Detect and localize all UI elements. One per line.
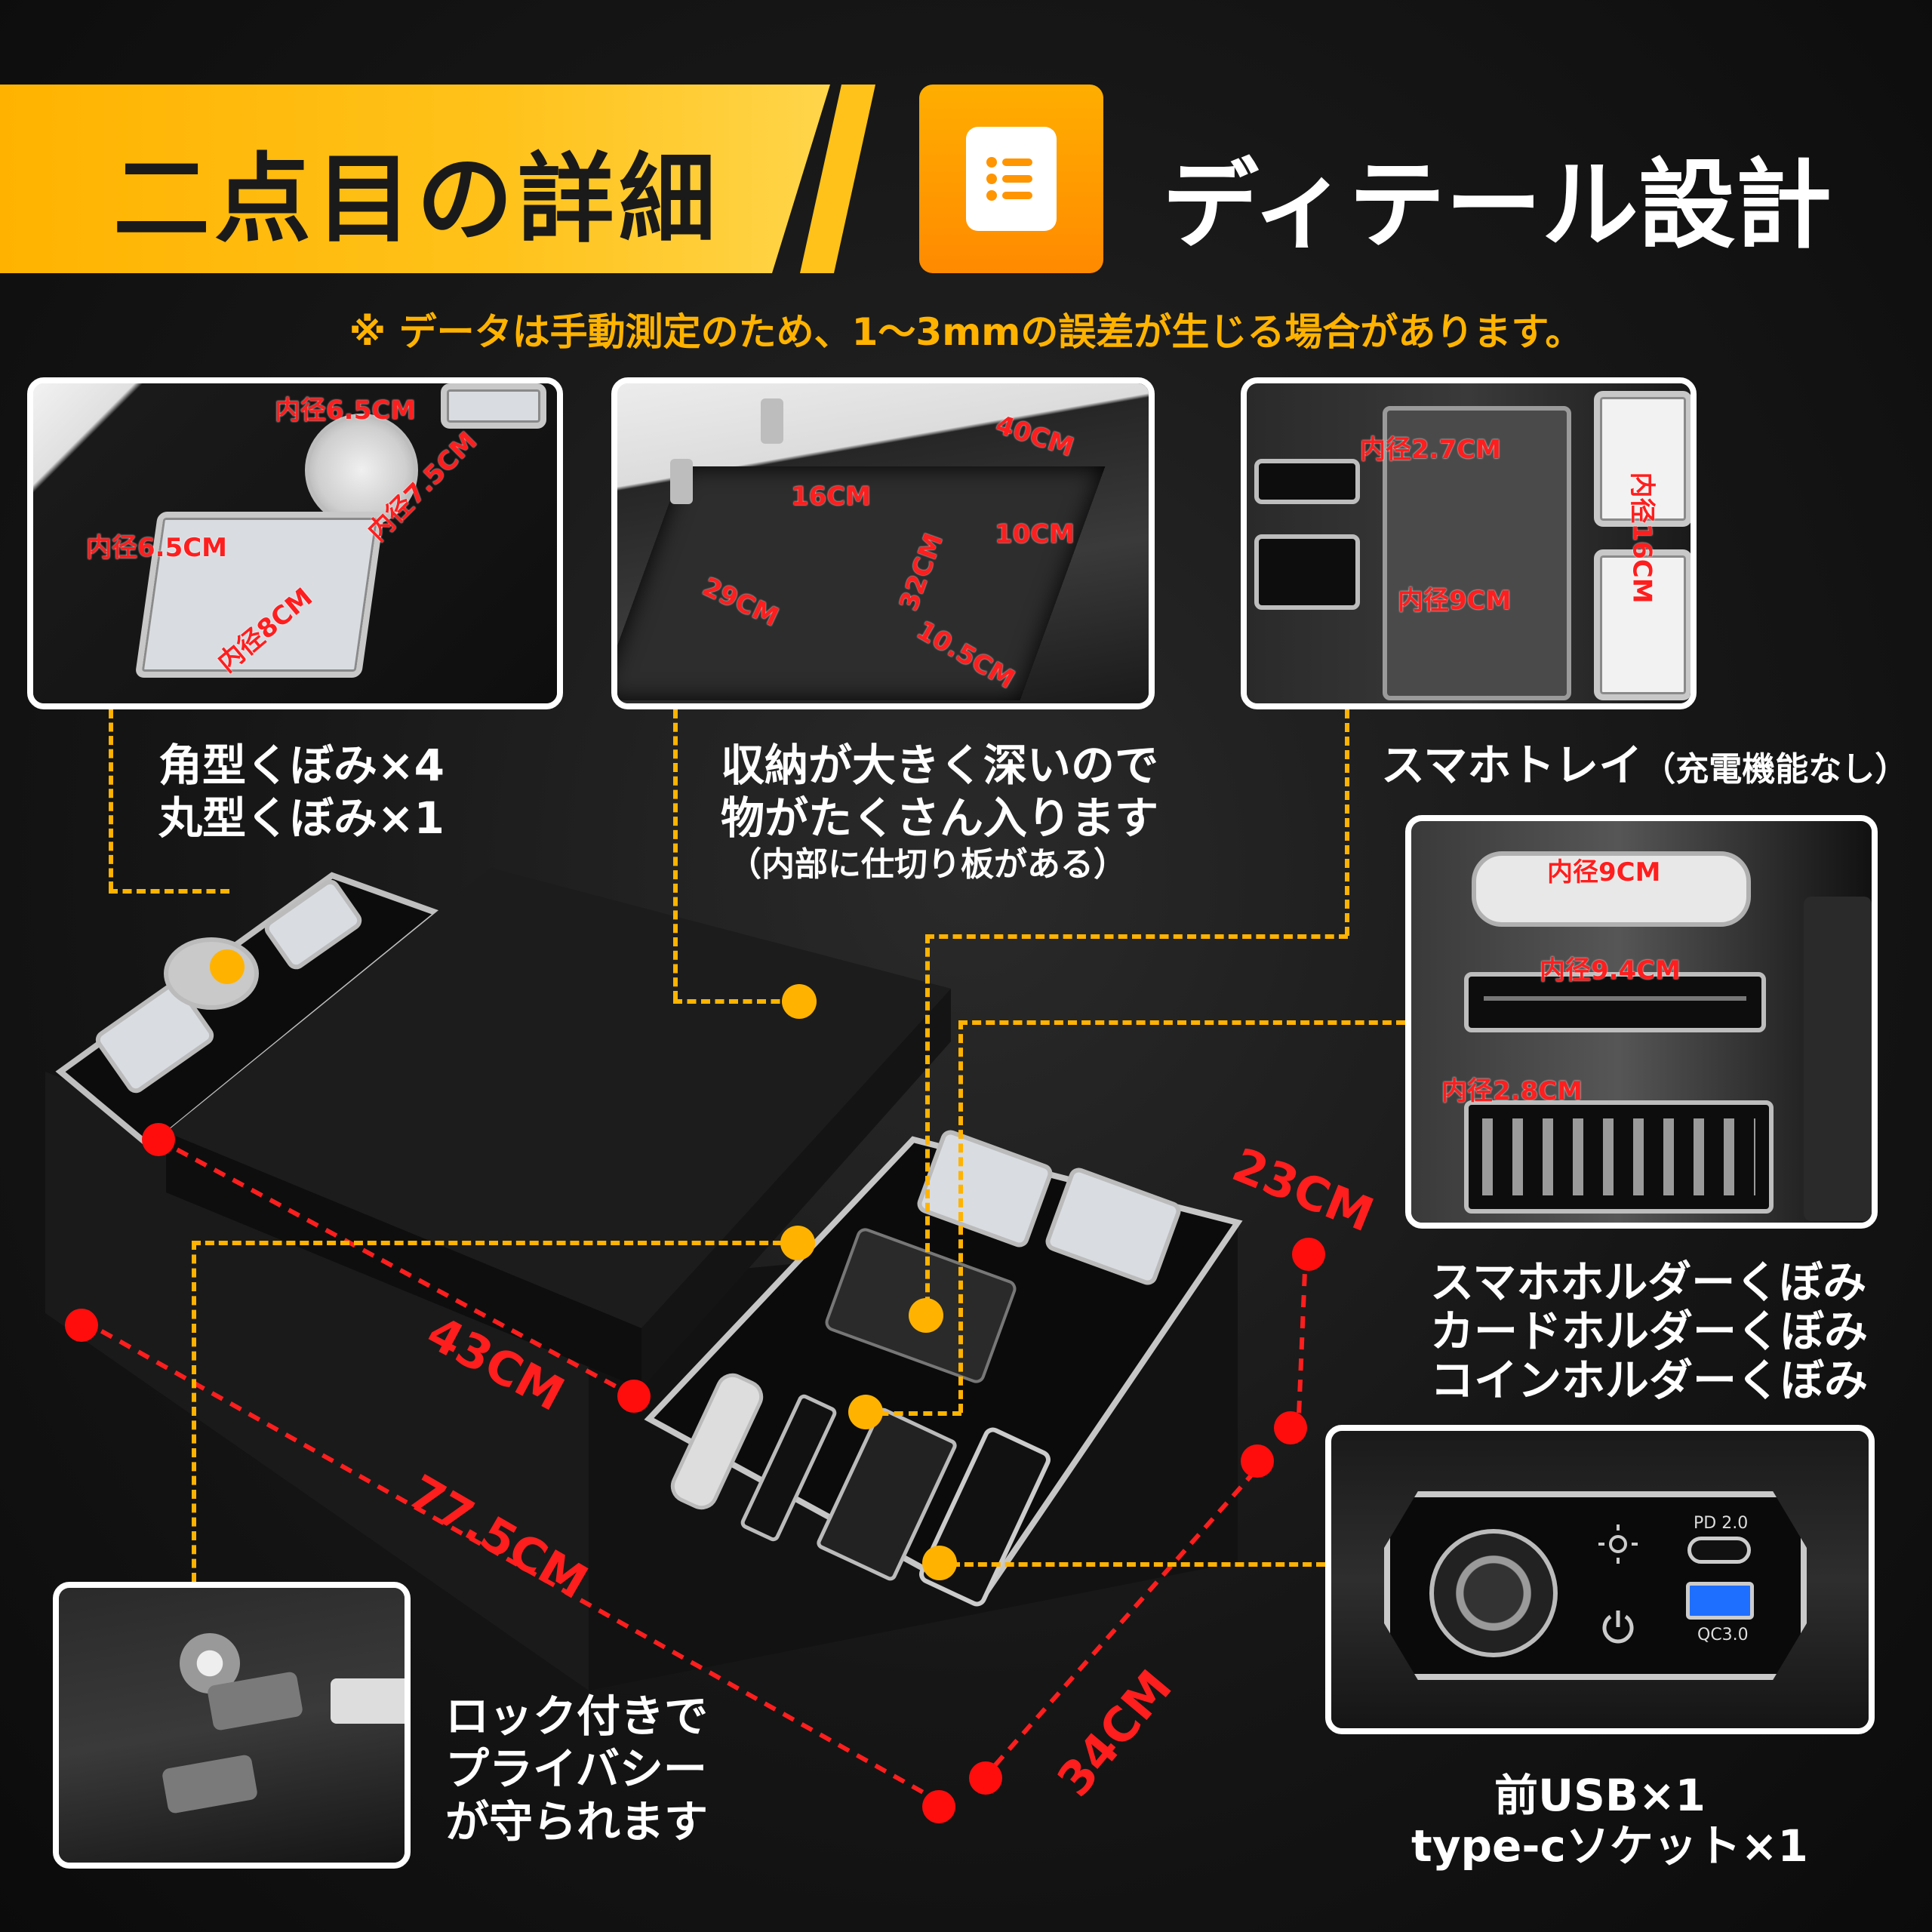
console-side (45, 1072, 589, 1690)
callout-dot (922, 1546, 957, 1580)
front-square-recess (1045, 1168, 1181, 1285)
connector-line (958, 1020, 1405, 1025)
dimension-dot (922, 1790, 955, 1823)
hinge (761, 398, 783, 444)
callout-dot (780, 1226, 815, 1260)
connector-line (109, 709, 113, 891)
qc-label: QC3.0 (1697, 1626, 1749, 1644)
rear-square-recess (95, 982, 214, 1094)
design-title: ディテール設計 (1162, 149, 1832, 262)
square-recess (1594, 391, 1690, 527)
cupholder-caption-2: 丸型くぼみ×1 (158, 792, 445, 844)
tray-edge (331, 1678, 405, 1724)
coin-holder-recess (1464, 1100, 1774, 1214)
rear-square-recess (264, 879, 362, 970)
banner-title: 二点目の詳細 (113, 143, 721, 256)
holders-caption-2: カードホルダーくぼみ (1430, 1306, 1869, 1357)
lock-caption-1: ロック付きで (445, 1690, 709, 1742)
phone-tray (1383, 406, 1571, 700)
dim-label: 40CM (992, 409, 1078, 463)
connector-line (925, 934, 1348, 939)
connector-line (192, 1241, 795, 1245)
dimension-dot (65, 1309, 98, 1342)
connector-line (673, 709, 678, 1000)
coin-slot (1254, 459, 1360, 504)
cupholder-photo: 内径6.5CM 内径7.5CM 内径6.5CM 内径8CM (27, 377, 563, 709)
armrest-lid[interactable] (166, 868, 951, 1328)
dim-label: 内径16CM (1626, 472, 1657, 604)
usb-caption-2: type-cソケット×1 (1411, 1820, 1808, 1872)
usb-port[interactable] (1686, 1582, 1754, 1620)
storage-caption-3: （内部に仕切り板がある） (728, 845, 1127, 884)
power-icon[interactable] (1595, 1604, 1641, 1650)
lock-photo (53, 1582, 411, 1869)
holders-photo: 内径9CM 内径9.4CM 内径2.8CM (1405, 815, 1878, 1229)
armrest-lid-edge (166, 1132, 641, 1389)
dim-label: 10CM (995, 519, 1075, 549)
title-banner (0, 85, 830, 273)
connector-line (109, 889, 229, 894)
tray-caption-main: スマホトレイ (1381, 740, 1643, 791)
dim-label: 内径2.7CM (1360, 435, 1502, 465)
dimension-lines (82, 1137, 1308, 1806)
dimension-dot (1241, 1444, 1274, 1478)
dim-label: 内径2.8CM (1441, 1076, 1583, 1106)
card-holder-recess (1464, 972, 1766, 1032)
connector-line (673, 999, 794, 1004)
measurement-note: ※ データは手動測定のため、1〜3mmの誤差が生じる場合があります。 (349, 310, 1583, 354)
dimension-dot (969, 1761, 1002, 1795)
storage-caption-1: 収納が大きく深いので (721, 740, 1159, 791)
tray-caption: スマホトレイ（充電機能なし） (1381, 740, 1908, 791)
square-recess (441, 383, 546, 429)
card-slot (1254, 534, 1360, 610)
connector-line (1345, 709, 1349, 936)
lock-caption-2: プライバシー (445, 1743, 707, 1795)
dim-label: 内径9CM (1398, 586, 1512, 616)
front-coin-slot (817, 1407, 957, 1581)
callout-dot (909, 1298, 943, 1333)
connector-line (951, 1562, 1325, 1567)
tray-caption-note: （充電機能なし） (1642, 750, 1909, 789)
pd-label: PD 2.0 (1694, 1514, 1749, 1533)
lock-caption-3: が守られます (445, 1796, 709, 1847)
dim-label: 内径9.4CM (1540, 955, 1681, 986)
front-square-recess (917, 1130, 1053, 1247)
type-c-port[interactable] (1687, 1537, 1751, 1564)
dim-label: 内径6.5CM (275, 395, 417, 426)
usb-photo: PD 2.0 QC3.0 (1325, 1425, 1875, 1734)
armrest-lid-front (641, 989, 951, 1389)
phone-tray-edge (1804, 897, 1872, 1221)
list-icon (966, 127, 1057, 231)
front-card-slot (740, 1394, 837, 1542)
dimension-dot (1274, 1411, 1307, 1444)
dimension-dot (617, 1380, 651, 1413)
front-phone-slot (670, 1373, 764, 1510)
holders-caption-3: コインホルダーくぼみ (1430, 1355, 1869, 1406)
dim-label: 内径9CM (1547, 857, 1661, 888)
hinge (670, 459, 693, 504)
dim-label: 内径6.5CM (86, 533, 228, 563)
dimension-dot (142, 1123, 175, 1156)
callout-dot (210, 949, 245, 984)
connector-line (958, 1020, 963, 1413)
phone-holder-recess (1472, 851, 1751, 927)
cigarette-socket[interactable] (1429, 1529, 1558, 1657)
connector-line (925, 934, 930, 1319)
square-recess (1594, 549, 1690, 700)
dimension-dot (1292, 1238, 1325, 1271)
light-icon (1598, 1524, 1638, 1564)
usb-caption-1: 前USB×1 (1494, 1770, 1706, 1821)
connector-line (865, 1411, 961, 1416)
phone-tray-photo: 内径2.7CM 内径16CM 内径9CM (1241, 377, 1697, 709)
callout-dot (782, 984, 817, 1019)
storage-caption-2: 物がたくさん入ります (721, 792, 1159, 844)
holders-caption-1: スマホホルダーくぼみ (1430, 1257, 1867, 1308)
menu-badge (919, 85, 1103, 273)
dim-label: 16CM (791, 481, 872, 512)
connector-line (192, 1241, 196, 1582)
cupholder-caption-1: 角型くぼみ×4 (158, 740, 445, 791)
storage-photo: 40CM 16CM 10CM 32CM 29CM 10.5CM (611, 377, 1155, 709)
